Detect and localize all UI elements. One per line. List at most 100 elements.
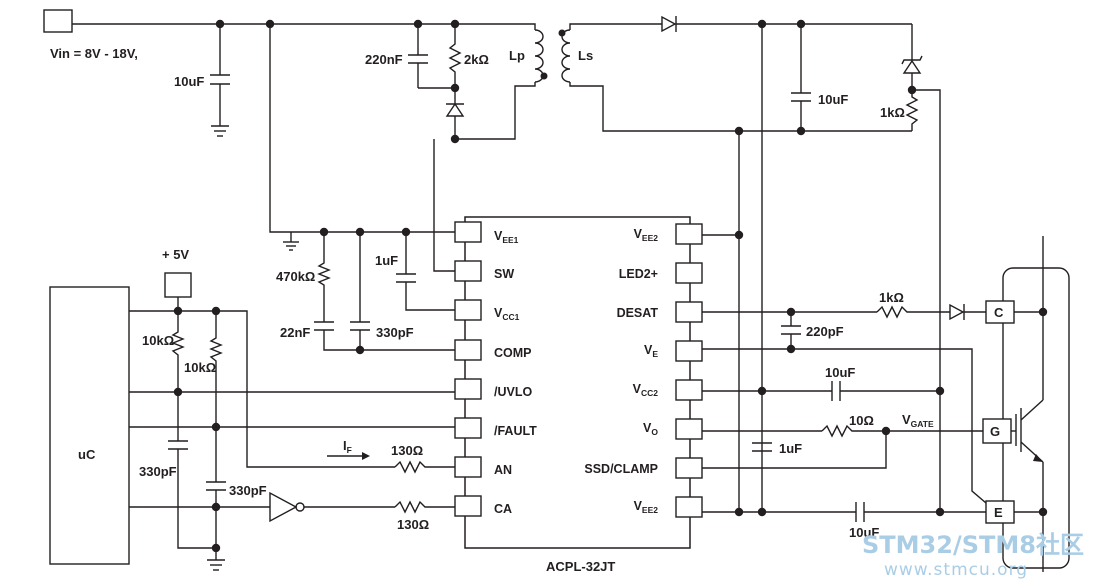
- pin-label-sub: CC1: [502, 312, 519, 322]
- pin-label-sub: EE1: [502, 235, 518, 245]
- junction-dot: [796, 19, 806, 29]
- polarity-dot: [540, 72, 548, 80]
- pin-label-ssd-clamp: SSD/CLAMP: [584, 462, 658, 476]
- watermark-url: www.stmcu.org: [884, 560, 1028, 580]
- if-main: I: [343, 438, 347, 453]
- pin-label-main: V: [494, 306, 503, 320]
- pin-label-ca: CA: [494, 502, 512, 516]
- pin-label-main: V: [634, 227, 643, 241]
- junction-dot: [401, 227, 411, 237]
- junction-dot: [734, 507, 744, 517]
- junction-dot: [734, 230, 744, 240]
- pin-box: [675, 223, 703, 245]
- vin-terminal: [43, 9, 73, 33]
- pin-box: [675, 418, 703, 440]
- pin-label-led2: LED2+: [619, 267, 658, 281]
- c-1uf-right-label: 1uF: [779, 441, 802, 456]
- pin-box: [454, 495, 482, 517]
- pin-label-vee2-bottom: VEE2: [634, 499, 659, 515]
- pin-label-uvlo: /UVLO: [494, 385, 532, 399]
- igbt-module-outline: [1002, 267, 1070, 569]
- emitter-terminal: [985, 500, 1015, 524]
- term-g-label: G: [990, 424, 1000, 439]
- junction-dot: [907, 85, 917, 95]
- pin-label-vo: VO: [643, 421, 658, 437]
- pin-box: [454, 299, 482, 321]
- r-snub-label: 2kΩ: [464, 52, 489, 67]
- pin-box: [454, 378, 482, 400]
- junction-dot: [796, 126, 806, 136]
- junction-dot: [1038, 307, 1048, 317]
- junction-dot: [173, 387, 183, 397]
- vin-label: Vin = 8V - 18V,: [50, 46, 138, 61]
- junction-dot: [786, 307, 796, 317]
- collector-terminal: [985, 300, 1015, 324]
- pin-label-main: CA: [494, 502, 512, 516]
- r-470k-label: 470kΩ: [276, 269, 315, 284]
- junction-dot: [355, 227, 365, 237]
- pin-label-an: AN: [494, 463, 512, 477]
- junction-dot: [211, 502, 221, 512]
- c-snub-label: 220nF: [365, 52, 403, 67]
- plus5v-terminal: [164, 272, 192, 298]
- r-130-an-label: 130Ω: [391, 443, 423, 458]
- plus5v-label: + 5V: [162, 247, 189, 262]
- lp-label: Lp: [509, 48, 525, 63]
- if-sub: F: [347, 445, 352, 455]
- junction-dot: [211, 422, 221, 432]
- uc-label: uC: [78, 447, 96, 462]
- r-10k-b-label: 10kΩ: [184, 360, 216, 375]
- c-330pf-b-label: 330pF: [229, 483, 267, 498]
- pin-box: [675, 301, 703, 323]
- pin-label-main: SW: [494, 267, 514, 281]
- pin-label-sub: EE2: [642, 505, 658, 515]
- pin-label-fault: /FAULT: [494, 424, 537, 438]
- junction-dot: [211, 543, 221, 553]
- r-10k-a-label: 10kΩ: [142, 333, 174, 348]
- pin-label-main: LED2+: [619, 267, 658, 281]
- junction-dot: [935, 386, 945, 396]
- c-330pf-a-label: 330pF: [139, 464, 177, 479]
- pin-label-main: V: [494, 229, 503, 243]
- pin-label-desat: DESAT: [617, 306, 659, 320]
- junction-dot: [450, 134, 460, 144]
- pin-label-main: COMP: [494, 346, 532, 360]
- pin-label-sw: SW: [494, 267, 514, 281]
- igbt-symbol: [1011, 236, 1044, 572]
- pin-label-main: SSD/CLAMP: [584, 462, 658, 476]
- pin-label-main: V: [634, 499, 643, 513]
- pin-label-main: AN: [494, 463, 512, 477]
- pin-box: [454, 417, 482, 439]
- junction-dot: [935, 507, 945, 517]
- uc-block: [49, 286, 130, 565]
- vgate-label: VGATE: [902, 412, 934, 429]
- term-e-label: E: [994, 505, 1003, 520]
- junction-dot: [319, 227, 329, 237]
- c-330pf-comp-label: 330pF: [376, 325, 414, 340]
- pin-label-main: /FAULT: [494, 424, 537, 438]
- chip-body: [464, 216, 691, 549]
- gate-terminal: [982, 418, 1012, 444]
- pin-label-vcc1: VCC1: [494, 306, 520, 322]
- if-label: IF: [343, 438, 352, 455]
- snubber-network: [408, 24, 536, 140]
- vgate-sub: GATE: [911, 419, 934, 429]
- pin-box: [675, 340, 703, 362]
- r-gate-label: 10Ω: [849, 413, 874, 428]
- c-10uf-vcc2-label: 10uF: [825, 365, 855, 380]
- pin-label-main: /UVLO: [494, 385, 532, 399]
- pin-label-sub: E: [652, 349, 658, 359]
- junction-dot: [211, 306, 221, 316]
- primary-control-wiring: [269, 24, 455, 351]
- term-c-label: C: [994, 305, 1004, 320]
- c-10uf-bottom-label: 10uF: [849, 525, 879, 540]
- pin-box: [454, 339, 482, 361]
- pin-label-main: V: [633, 382, 642, 396]
- c-in-label: 10uF: [174, 74, 204, 89]
- secondary-winding: [561, 29, 571, 83]
- c-22nf-label: 22nF: [280, 325, 310, 340]
- chip-name: ACPL-32JT: [546, 559, 615, 574]
- junction-dot: [450, 83, 460, 93]
- pin-box: [454, 456, 482, 478]
- ls-label: Ls: [578, 48, 593, 63]
